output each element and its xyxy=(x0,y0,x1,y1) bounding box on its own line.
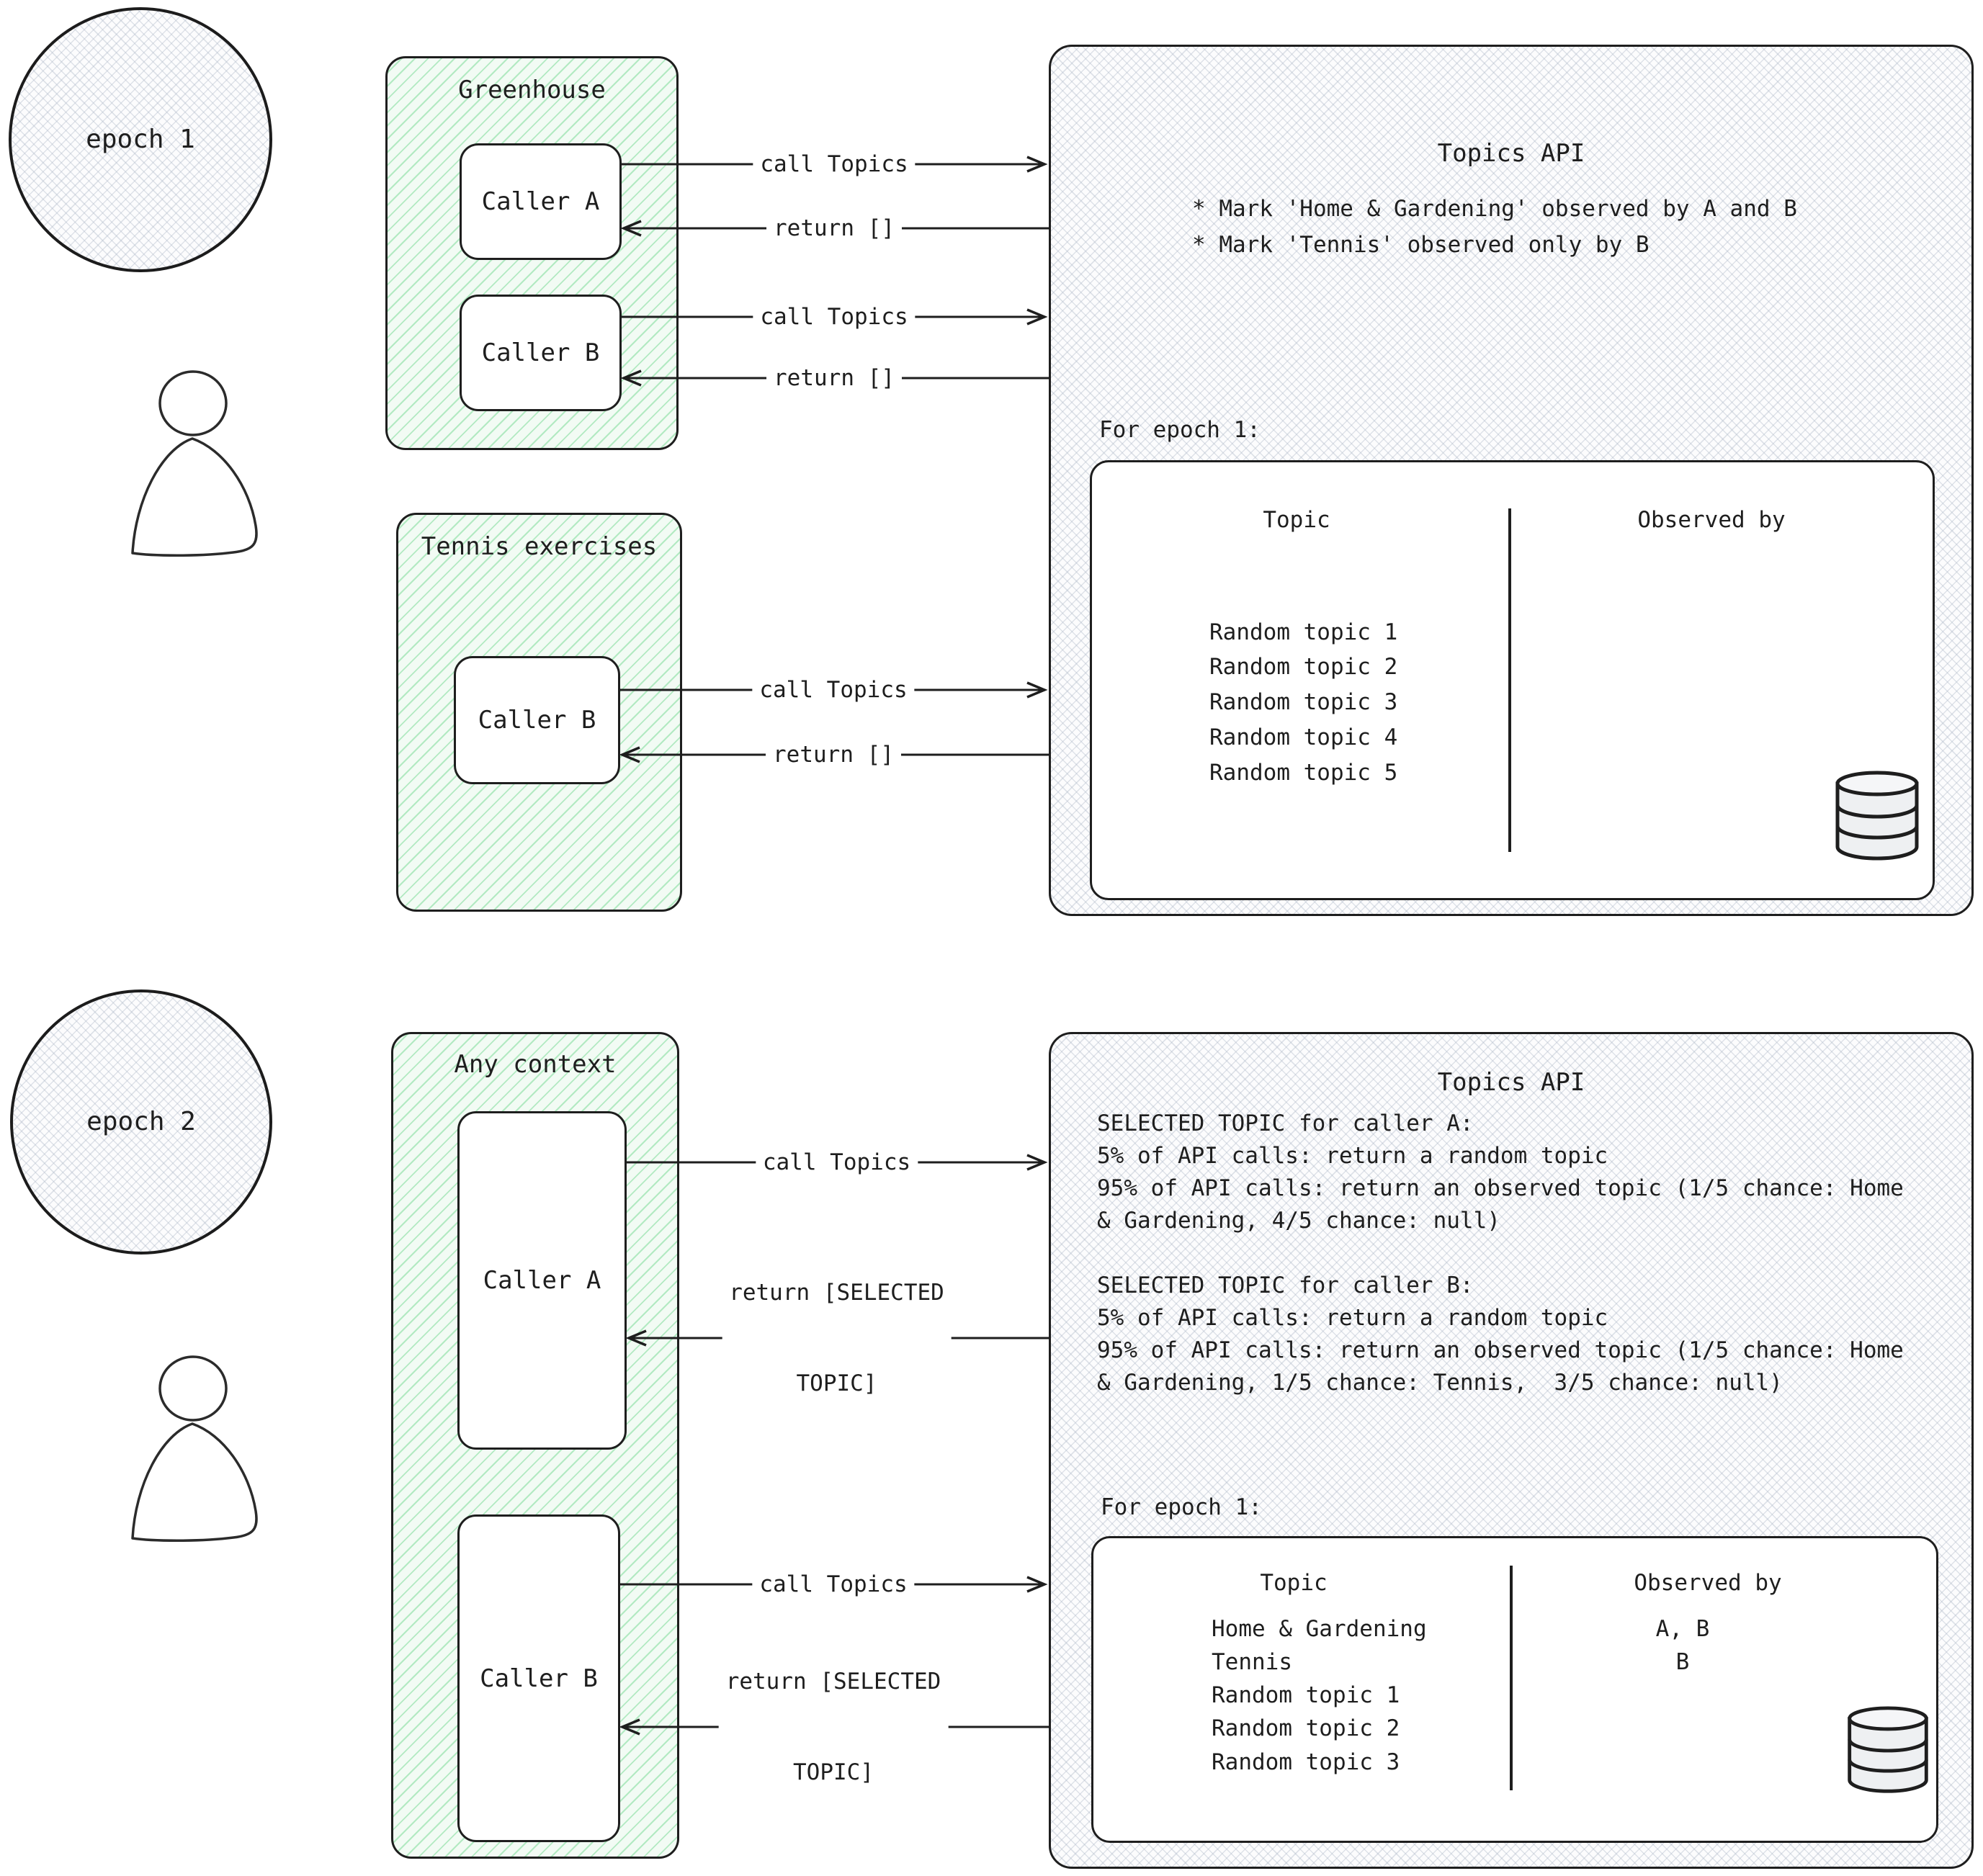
call-topics-arrow-a1: call Topics xyxy=(619,148,1049,181)
caller-b-tennis-box: Caller B xyxy=(454,656,620,784)
call-topics-arrow-a2: call Topics xyxy=(625,1146,1049,1179)
topics-api-box-epoch2: Topics API SELECTED TOPIC for caller A: … xyxy=(1049,1032,1974,1869)
epoch-1-circle: epoch 1 xyxy=(9,7,272,272)
arrow-label: return [] xyxy=(766,362,902,395)
api1-topics-table: Topic Observed by Random topic 1 Random … xyxy=(1090,460,1935,900)
caller-a-label: Caller A xyxy=(481,187,600,216)
table-row: Home & Gardening xyxy=(1212,1616,1427,1642)
database-icon xyxy=(1835,771,1919,861)
topics-api-box-epoch1: Topics API * Mark 'Home & Gardening' obs… xyxy=(1049,45,1974,916)
api2-table-divider xyxy=(1510,1566,1513,1790)
caller-b-box: Caller B xyxy=(460,295,622,411)
greenhouse-box: Greenhouse Caller A Caller B xyxy=(385,56,679,450)
arrow-label: return [SELECTED TOPIC] xyxy=(722,1216,952,1460)
selected-topic-caller-a-text: SELECTED TOPIC for caller A: 5% of API c… xyxy=(1097,1110,1904,1234)
topics-api-title: Topics API xyxy=(1437,1068,1585,1097)
api1-epoch-label: For epoch 1: xyxy=(1099,417,1261,443)
api1-bullet-2: * Mark 'Tennis' observed only by B xyxy=(1192,232,1649,258)
table-row: Random topic 5 xyxy=(1209,760,1398,786)
return-selected-line2: TOPIC] xyxy=(796,1370,877,1396)
call-topics-arrow-b1: call Topics xyxy=(619,300,1049,333)
table-row: Random topic 2 xyxy=(1212,1715,1400,1741)
epoch-1-label: epoch 1 xyxy=(86,125,195,154)
return-empty-arrow-a1: return [] xyxy=(619,212,1049,245)
return-empty-arrow-tennis: return [] xyxy=(618,738,1049,771)
api2-col-topic: Topic xyxy=(1260,1570,1328,1596)
api2-topics-table: Topic Observed by Home & Gardening Tenni… xyxy=(1091,1536,1938,1843)
arrow-label: call Topics xyxy=(753,148,916,181)
caller-b-label: Caller B xyxy=(481,338,600,367)
epoch-2-label: epoch 2 xyxy=(86,1107,196,1136)
tennis-exercises-box: Tennis exercises Caller B xyxy=(396,513,682,912)
table-row: Random topic 4 xyxy=(1209,724,1398,750)
table-row: Random topic 3 xyxy=(1212,1749,1400,1775)
any-context-label: Any context xyxy=(454,1050,617,1079)
call-topics-arrow-b2: call Topics xyxy=(618,1568,1049,1601)
arrow-label: call Topics xyxy=(753,300,916,333)
selected-topic-caller-b-text: SELECTED TOPIC for caller B: 5% of API c… xyxy=(1097,1273,1904,1396)
table-row: Random topic 1 xyxy=(1209,619,1398,645)
return-selected-line2: TOPIC] xyxy=(793,1759,874,1785)
any-context-box: Any context Caller A Caller B xyxy=(391,1032,679,1859)
table-row: Tennis xyxy=(1212,1649,1292,1675)
return-selected-arrow-b2: return [SELECTED TOPIC] xyxy=(618,1605,1049,1849)
caller-b-anycontext-label: Caller B xyxy=(480,1664,598,1693)
caller-a-box: Caller A xyxy=(460,143,622,260)
table-row: Random topic 3 xyxy=(1209,689,1398,715)
epoch-2-circle: epoch 2 xyxy=(10,989,272,1255)
arrow-label: call Topics xyxy=(752,673,915,706)
tennis-exercises-label: Tennis exercises xyxy=(421,532,658,561)
api2-col-observed: Observed by xyxy=(1634,1570,1782,1596)
observed-by-value: A, B xyxy=(1655,1616,1710,1642)
caller-a-anycontext-box: Caller A xyxy=(457,1111,627,1450)
return-selected-arrow-a2: return [SELECTED TOPIC] xyxy=(625,1216,1049,1460)
arrow-label: return [SELECTED TOPIC] xyxy=(718,1605,949,1849)
arrow-label: call Topics xyxy=(755,1146,918,1179)
return-selected-line1: return [SELECTED xyxy=(725,1669,941,1695)
arrow-label: call Topics xyxy=(752,1568,915,1601)
person-icon xyxy=(131,1355,258,1542)
caller-b-anycontext-box: Caller B xyxy=(457,1514,620,1842)
database-icon xyxy=(1848,1706,1928,1793)
topics-api-title: Topics API xyxy=(1437,139,1585,168)
table-row: Random topic 1 xyxy=(1212,1682,1400,1708)
caller-a-anycontext-label: Caller A xyxy=(483,1266,601,1295)
api1-table-divider xyxy=(1508,508,1511,852)
arrow-label: return [] xyxy=(766,738,901,771)
table-row: Random topic 2 xyxy=(1209,654,1398,680)
api2-epoch-label: For epoch 1: xyxy=(1101,1494,1262,1520)
api1-col-observed: Observed by xyxy=(1637,507,1786,533)
greenhouse-label: Greenhouse xyxy=(458,76,606,104)
api1-bullet-1: * Mark 'Home & Gardening' observed by A … xyxy=(1192,196,1797,222)
arrow-label: return [] xyxy=(766,212,902,245)
return-selected-line1: return [SELECTED xyxy=(729,1280,944,1306)
api1-col-topic: Topic xyxy=(1263,507,1330,533)
observed-by-value: B xyxy=(1675,1649,1690,1675)
call-topics-arrow-tennis: call Topics xyxy=(618,673,1049,706)
return-empty-arrow-b1: return [] xyxy=(619,362,1049,395)
caller-b-tennis-label: Caller B xyxy=(478,706,596,735)
person-icon xyxy=(131,370,258,557)
